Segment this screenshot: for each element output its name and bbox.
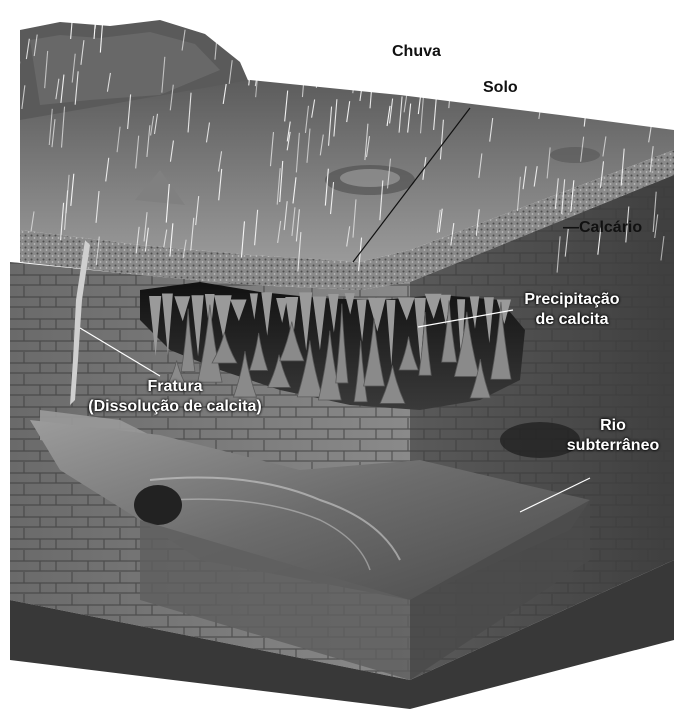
label-chuva: Chuva bbox=[392, 42, 441, 62]
label-fratura: Fratura (Dissolução de calcita) bbox=[70, 377, 280, 417]
label-rio: Rio subterrâneo bbox=[558, 416, 668, 456]
label-precipitacao: Precipitação de calcita bbox=[512, 290, 632, 330]
label-precipitacao-line2: de calcita bbox=[512, 310, 632, 330]
rain-streak bbox=[17, 62, 20, 92]
label-fratura-line2: (Dissolução de calcita) bbox=[70, 397, 280, 417]
label-rio-line1: Rio bbox=[558, 416, 668, 436]
label-fratura-line1: Fratura bbox=[70, 377, 280, 397]
label-precipitacao-line1: Precipitação bbox=[512, 290, 632, 310]
label-calcario: —Calcário bbox=[563, 218, 642, 238]
label-rio-line2: subterrâneo bbox=[558, 436, 668, 456]
rain-streak bbox=[7, 189, 10, 231]
label-solo: Solo bbox=[483, 78, 518, 98]
rain-streak bbox=[0, 135, 1, 170]
